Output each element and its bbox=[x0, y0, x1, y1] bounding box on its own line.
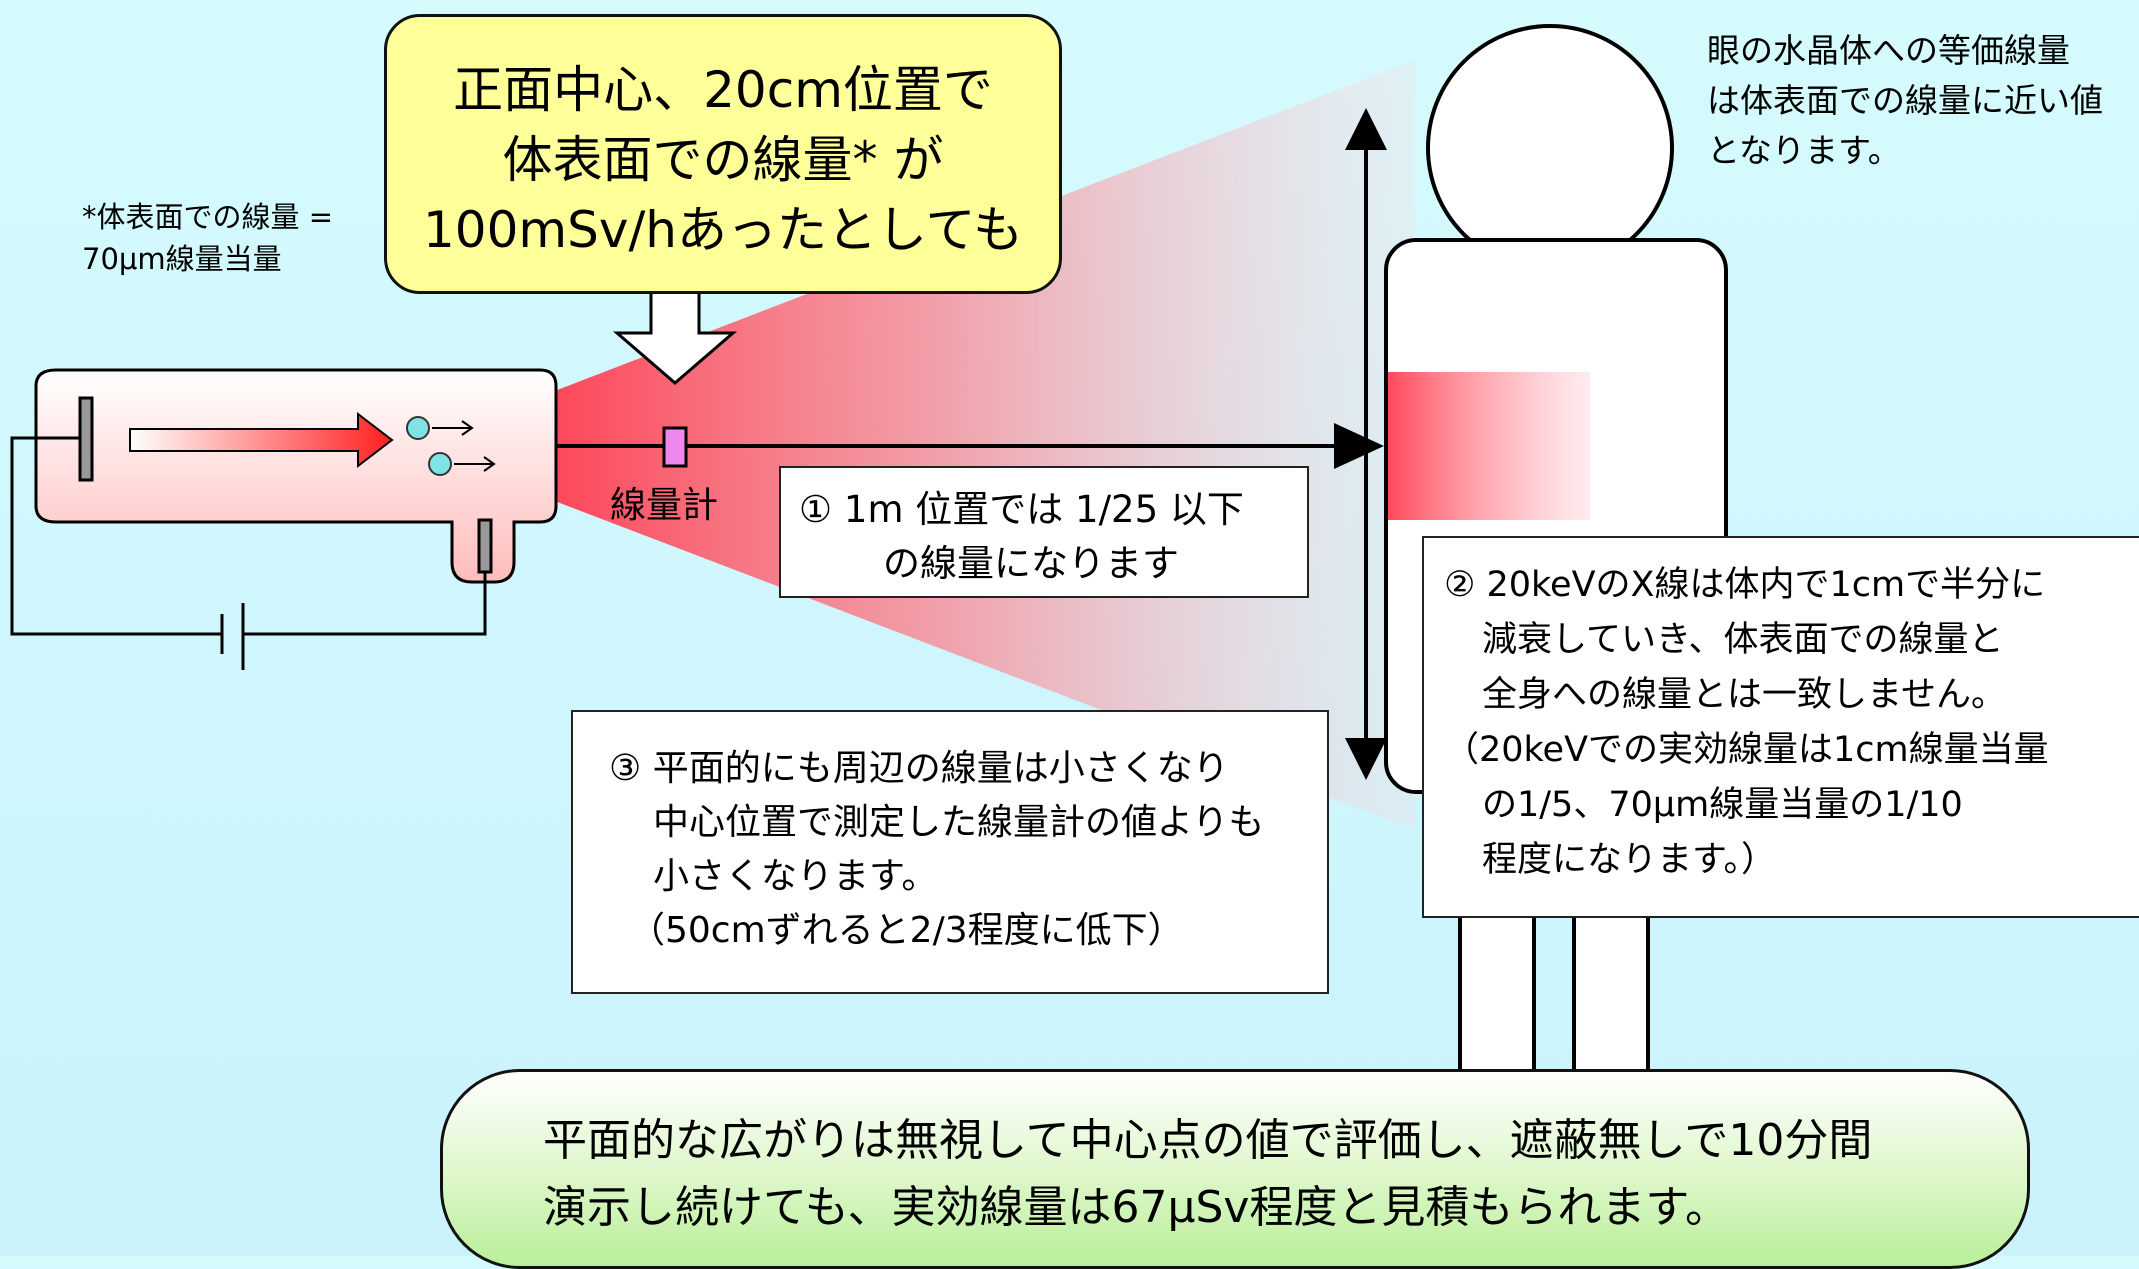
power-circuit bbox=[10, 436, 487, 670]
footnote: *体表面での線量 = 70μm線量当量 bbox=[82, 196, 333, 280]
eye-lens-note: 眼の水晶体への等価線量 は体表面での線量に近い値 となります。 bbox=[1707, 26, 2103, 176]
cathode-electrode bbox=[78, 396, 94, 482]
head bbox=[1426, 24, 1674, 272]
eye-note-line-2: は体表面での線量に近い値 bbox=[1707, 81, 2103, 120]
eye-note-line-1: 眼の水晶体への等価線量 bbox=[1707, 31, 2070, 70]
note1-line-1: ① 1m 位置では 1/25 以下 bbox=[799, 488, 1244, 531]
footnote-line-2: 70μm線量当量 bbox=[82, 242, 282, 276]
note-planar-spread: ③ 平面的にも周辺の線量は小さくなり 中心位置で測定した線量計の値よりも 小さく… bbox=[571, 710, 1329, 994]
electron-flow-arrow bbox=[129, 411, 394, 469]
note2-line-5: の1/5、70μm線量当量の1/10 bbox=[1482, 785, 1963, 825]
note3-line-1: ③ 平面的にも周辺の線量は小さくなり bbox=[609, 748, 1229, 789]
beam-axis-arrowhead bbox=[1334, 423, 1384, 469]
callout-line-1: 正面中心、20cm位置で bbox=[453, 61, 993, 119]
dose-assumption-callout: 正面中心、20cm位置で 体表面での線量* が 100mSv/hあったとしても bbox=[384, 14, 1062, 294]
note2-line-3: 全身への線量とは一致しません。 bbox=[1482, 675, 2006, 715]
eye-note-line-3: となります。 bbox=[1707, 131, 1901, 170]
conclusion-line-1: 平面的な広がりは無視して中心点の値で評価し、遮蔽無しで10分間 bbox=[543, 1115, 1873, 1166]
dosimeter-label: 線量計 bbox=[610, 485, 719, 526]
callout-line-2: 体表面での線量* が bbox=[502, 131, 944, 189]
note2-line-6: 程度になります。） bbox=[1482, 840, 1777, 880]
dosimeter bbox=[662, 426, 688, 468]
beam-in-body bbox=[1388, 372, 1590, 520]
note-1m-distance: ① 1m 位置では 1/25 以下 の線量になります bbox=[779, 466, 1309, 598]
footnote-line-1: *体表面での線量 = bbox=[82, 200, 334, 234]
note2-line-4: （20keVでの実効線量は1cm線量当量 bbox=[1444, 730, 2049, 770]
electron-1 bbox=[406, 416, 430, 440]
note1-line-2: の線量になります bbox=[883, 542, 1179, 585]
conclusion-banner: 平面的な広がりは無視して中心点の値で評価し、遮蔽無しで10分間 演示し続けても、… bbox=[440, 1069, 2030, 1269]
note2-line-1: ② 20keVのX線は体内で1cmで半分に bbox=[1444, 565, 2046, 605]
note3-line-3: 小さくなります。 bbox=[653, 856, 938, 897]
callout-line-3: 100mSv/hあったとしても bbox=[422, 201, 1023, 259]
xray-tube bbox=[34, 368, 558, 584]
note3-line-4: （50cmずれると2/3程度に低下） bbox=[629, 910, 1184, 951]
anode-electrode bbox=[477, 518, 493, 574]
conclusion-line-2: 演示し続けても、実効線量は67μSv程度と見積もられます。 bbox=[543, 1182, 1730, 1233]
note-20kev-attenuation: ② 20keVのX線は体内で1cmで半分に 減衰していき、体表面での線量と 全身… bbox=[1422, 536, 2139, 918]
electron-2 bbox=[428, 452, 452, 476]
note3-line-2: 中心位置で測定した線量計の値よりも bbox=[653, 802, 1265, 843]
note2-line-2: 減衰していき、体表面での線量と bbox=[1482, 620, 2004, 660]
